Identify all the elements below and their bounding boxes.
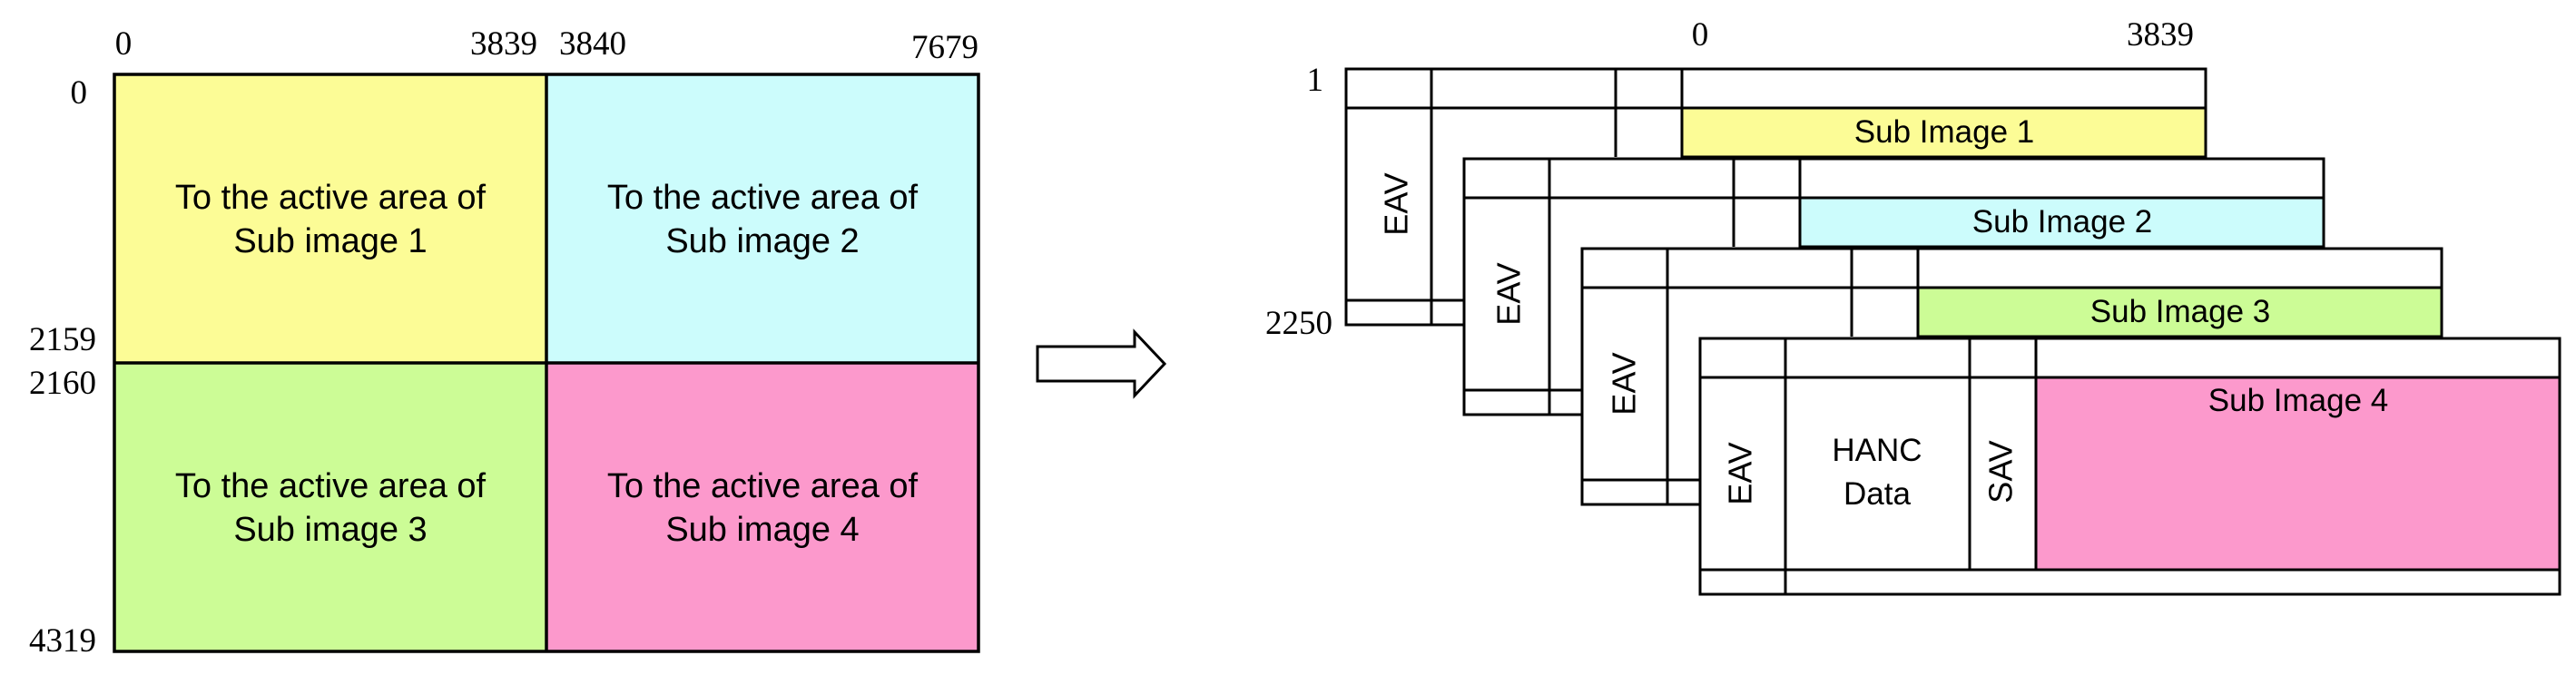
source-x-label-7679: 7679: [911, 29, 978, 66]
sub-y-label-2250: 2250: [1265, 305, 1332, 342]
sub-image-3-active-area: [1916, 286, 2443, 338]
right-arrow-icon: [1036, 328, 1167, 399]
quadrant-3-text-line1: To the active area of: [175, 467, 487, 505]
sub-image-1-active-area: [1680, 106, 2207, 159]
sub-image-4-active-area: [2034, 376, 2561, 572]
sub-x-label-3839: 3839: [2127, 16, 2194, 54]
quadrant-1-text-line2: Sub image 1: [233, 222, 427, 260]
source-y-label-2160: 2160: [29, 365, 96, 402]
sav-label: SAV: [1982, 440, 2020, 503]
sub-y-label-1: 1: [1307, 62, 1324, 99]
source-x-label-0: 0: [115, 25, 133, 63]
quadrant-3-text-line2: Sub image 3: [233, 511, 427, 549]
sub-x-label-0: 0: [1692, 16, 1709, 54]
source-y-label-2159: 2159: [29, 321, 96, 358]
sub-image-2-active-area: [1798, 196, 2325, 249]
sub-frame-4: Sub Image 4 EAV HANC Data SAV: [1698, 337, 2561, 596]
sub-frame-3-eav: EAV: [1606, 352, 1643, 415]
sub-frame-stack: Sub Image 1 EAV Sub Image 2 EAV Sub Imag…: [1265, 16, 2561, 596]
sub-image-3-title: Sub Image 3: [2090, 294, 2270, 329]
source-x-label-3839: 3839: [470, 25, 537, 63]
quadrant-4-text-line1: To the active area of: [607, 467, 919, 505]
source-x-label-3840: 3840: [559, 25, 626, 63]
sub-frame-2-eav: EAV: [1490, 262, 1528, 325]
quadrant-2: [546, 74, 978, 363]
quadrant-1-text-line1: To the active area of: [175, 179, 487, 217]
quadrant-3: [114, 363, 546, 651]
quadrant-2-text-line2: Sub image 2: [665, 222, 859, 260]
sub-frame-1-eav: EAV: [1378, 172, 1415, 235]
quadrant-4: [546, 363, 978, 651]
quadrant-4-text-line2: Sub image 4: [665, 511, 859, 549]
sub-frame-4-eav: EAV: [1722, 442, 1759, 504]
hanc-data-line1: HANC: [1832, 433, 1922, 468]
hanc-data-line2: Data: [1844, 476, 1911, 512]
source-y-label-4319: 4319: [29, 622, 96, 660]
sub-image-2-title: Sub Image 2: [1972, 204, 2152, 240]
source-frame: To the active area of Sub image 1 To the…: [29, 25, 980, 660]
quadrant-1: [114, 74, 546, 363]
sub-image-4-title: Sub Image 4: [2208, 383, 2388, 418]
quadrant-2-text-line1: To the active area of: [607, 179, 919, 217]
source-y-label-0: 0: [71, 74, 88, 112]
sub-image-1-title: Sub Image 1: [1854, 114, 2034, 150]
